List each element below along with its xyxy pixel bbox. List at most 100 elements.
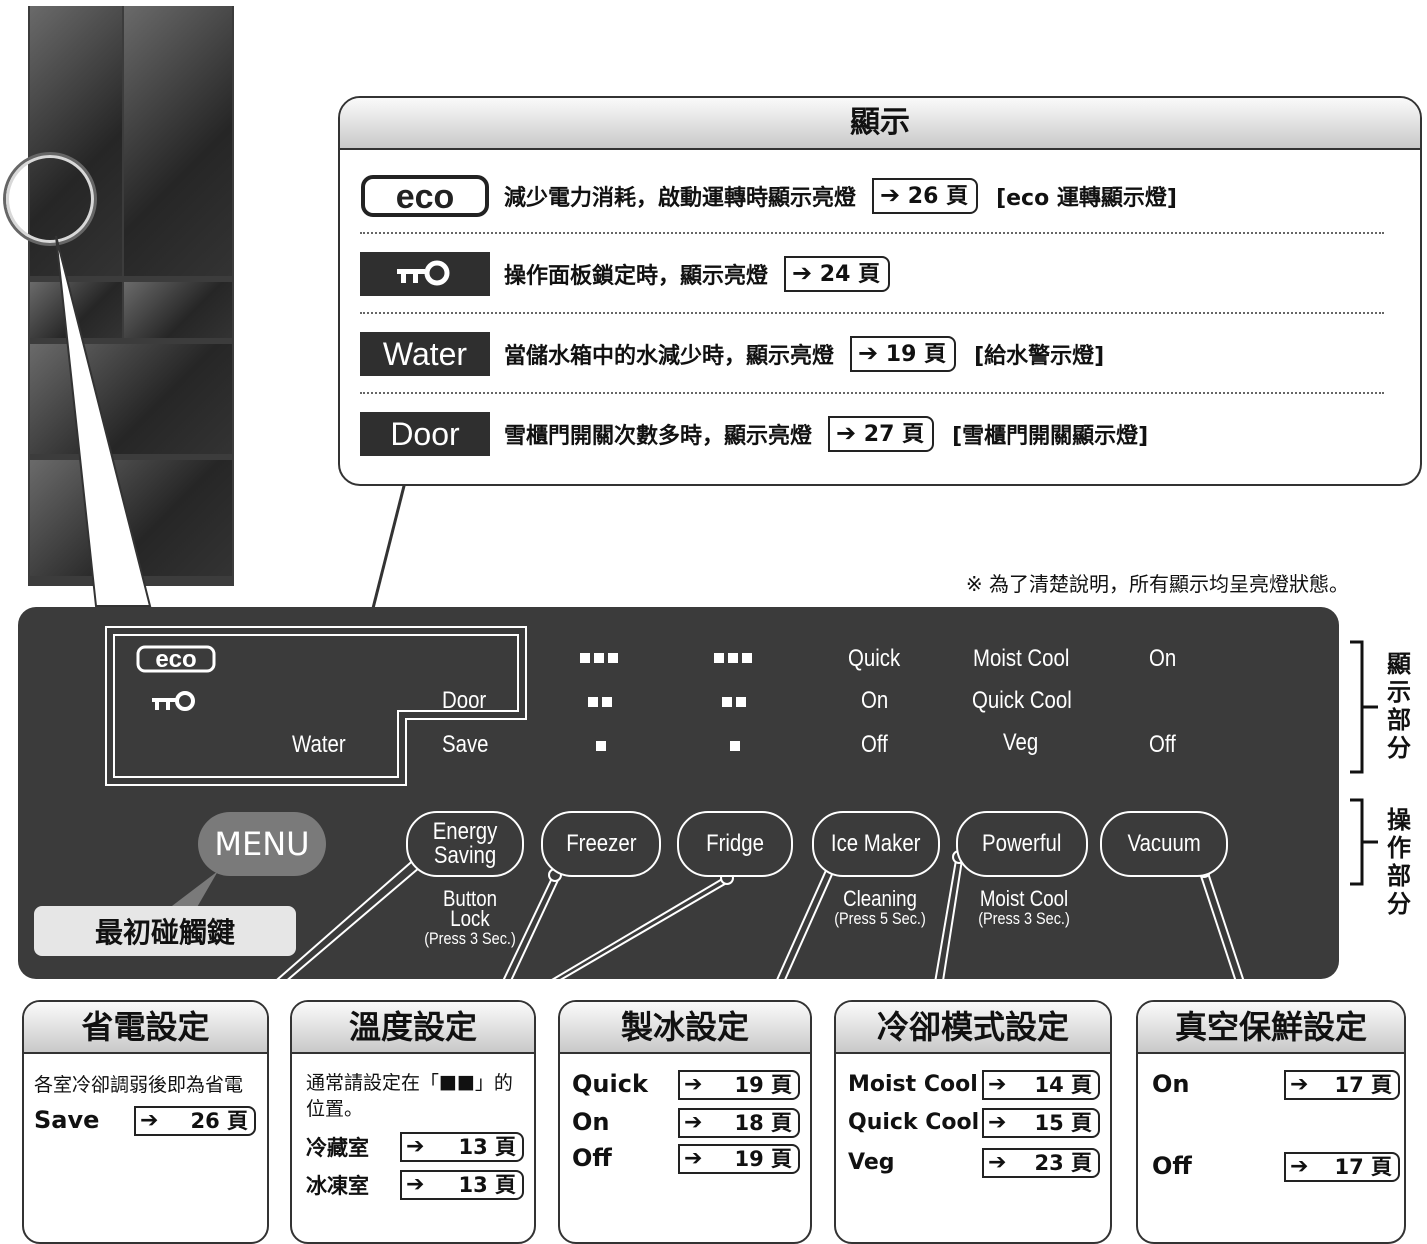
row-label: Off [1152, 1152, 1192, 1180]
arrow-icon: ➔ [792, 259, 813, 287]
page-reference[interactable]: ➔26 頁 [134, 1106, 256, 1136]
freezer-level-1 [596, 741, 606, 751]
row-label: On [572, 1108, 610, 1136]
save-display-label: Save [442, 731, 489, 758]
button-lock-hint: Button Lock (Press 3 Sec.) [424, 886, 516, 949]
page-ref-text: 13 頁 [458, 1135, 516, 1159]
legend-text: 操作面板鎖定時，顯示亮燈 [504, 264, 769, 289]
button-label: Energy [432, 818, 498, 845]
page-reference[interactable]: ➔ 19 頁 [678, 1144, 800, 1174]
freezer-button[interactable]: Freezer [541, 811, 661, 877]
sublabel: Button Lock [442, 886, 498, 931]
fridge-button[interactable]: Fridge [677, 811, 793, 877]
page-ref-text: 17 頁 [1334, 1073, 1392, 1097]
vacuum-off-label: Off [1149, 731, 1176, 758]
fridge-level-3 [728, 653, 738, 663]
row-label: 冰凍室 [306, 1174, 369, 1198]
button-label: Vacuum [1127, 830, 1201, 857]
key-lock-icon [152, 691, 200, 719]
box-title: 冷卻模式設定 [836, 1002, 1110, 1054]
control-panel: eco Door Water Save Quick On Off Moist C… [18, 607, 1339, 979]
label-char: 顯 [1387, 650, 1411, 678]
box-row: Off [572, 1144, 612, 1172]
sublabel-hint: (Press 3 Sec.) [978, 909, 1070, 928]
display-legend-box: 顯示 eco 減少電力消耗，啟動運轉時顯示亮燈 ➔ 26 頁 [eco 運轉顯示… [338, 96, 1422, 486]
label-char: 部 [1387, 862, 1411, 890]
box-row: Save [34, 1106, 99, 1134]
box-row: 冷藏室 [306, 1132, 369, 1162]
sublabel: Cleaning [843, 886, 917, 911]
page-reference[interactable]: ➔19 頁 [678, 1070, 800, 1100]
label-char: 部 [1387, 706, 1411, 734]
page-reference[interactable]: ➔ 26 頁 [872, 178, 979, 214]
box-row: 冰凍室 [306, 1170, 369, 1200]
page-reference[interactable]: ➔13 頁 [400, 1170, 524, 1200]
operation-part-label: 操 作 部 分 [1384, 806, 1414, 918]
illustration-note: ※ 為了清楚說明，所有顯示均呈亮燈狀態。 [965, 572, 1349, 596]
legend-note: [給水警示燈] [974, 344, 1105, 369]
row-label: Veg [848, 1150, 895, 1175]
divider [360, 232, 1384, 234]
page-ref-text: 19 頁 [734, 1073, 792, 1097]
water-display-label: Water [292, 731, 346, 758]
freezer-level-2 [588, 697, 598, 707]
page-reference[interactable]: ➔17 頁 [1284, 1152, 1400, 1182]
divider [360, 392, 1384, 394]
freezer-level-3 [580, 653, 590, 663]
row-label: Moist Cool [848, 1072, 978, 1097]
temperature-setting-box: 溫度設定 通常請設定在「■■」的 位置。 冷藏室 ➔13 頁 冰凍室 ➔13 頁 [290, 1000, 536, 1244]
page-ref-text: 26 頁 [907, 184, 969, 209]
powerful-button[interactable]: Powerful [956, 811, 1088, 877]
page-reference[interactable]: ➔18 頁 [678, 1108, 800, 1138]
row-label: Quick Cool [848, 1110, 980, 1135]
box-desc: 各室冷卻調弱後即為省電 [34, 1074, 244, 1096]
box-row: Quick Cool [848, 1110, 979, 1135]
arrow-icon: ➔ [684, 1146, 703, 1171]
ice-on-label: On [861, 687, 889, 714]
cooling-mode-setting-box: 冷卻模式設定 Moist Cool ➔14 頁 Quick Cool ➔15 頁… [834, 1000, 1112, 1244]
moist-cool-label: Moist Cool [973, 645, 1070, 672]
arrow-icon: ➔ [406, 1172, 425, 1197]
label-char: 分 [1387, 890, 1411, 918]
box-row: On [572, 1108, 610, 1136]
button-label: Powerful [982, 830, 1062, 857]
ice-off-label: Off [861, 731, 888, 758]
box-title: 溫度設定 [292, 1002, 534, 1054]
row-label: Off [572, 1144, 612, 1172]
vacuum-button[interactable]: Vacuum [1100, 811, 1228, 877]
page-ref-text: 19 頁 [734, 1147, 792, 1171]
ice-maker-button[interactable]: Ice Maker [812, 811, 940, 877]
legend-text: 減少電力消耗，啟動運轉時顯示亮燈 [504, 186, 857, 211]
desc-text: 」的 [474, 1072, 513, 1094]
page-reference[interactable]: ➔17 頁 [1284, 1070, 1400, 1100]
vacuum-setting-box: 真空保鮮設定 On ➔17 頁 Off ➔17 頁 [1136, 1000, 1406, 1244]
page-reference[interactable]: ➔ 24 頁 [784, 256, 891, 292]
first-touch-key-label: 最初碰觸鍵 [34, 906, 296, 956]
fridge-level-2 [736, 697, 746, 707]
svg-text:eco: eco [155, 646, 196, 673]
box-desc: 位置。 [306, 1098, 364, 1120]
sublabel-hint: (Press 3 Sec.) [424, 929, 516, 948]
box-row: Veg [848, 1150, 895, 1175]
page-reference[interactable]: ➔13 頁 [400, 1132, 524, 1162]
legend-note: [eco 運轉顯示燈] [996, 186, 1177, 211]
menu-button[interactable]: MENU [198, 812, 326, 876]
page-reference[interactable]: ➔15 頁 [982, 1108, 1100, 1138]
button-label: Saving [433, 842, 497, 869]
fridge-level-2 [722, 697, 732, 707]
arrow-icon: ➔ [988, 1110, 1007, 1135]
legend-row-eco: eco 減少電力消耗，啟動運轉時顯示亮燈 ➔ 26 頁 [eco 運轉顯示燈] [360, 174, 1384, 218]
legend-row-door: Door 雪櫃門開關次數多時，顯示亮燈 ➔ 27 頁 [雪櫃門開關顯示燈] [360, 412, 1384, 456]
row-label: 冷藏室 [306, 1136, 369, 1160]
box-title: 省電設定 [24, 1002, 267, 1054]
box-row: Moist Cool [848, 1072, 978, 1097]
box-row: Quick [572, 1070, 648, 1098]
label-char: 分 [1387, 734, 1411, 762]
page-reference[interactable]: ➔ 27 頁 [828, 416, 935, 452]
fridge-level-3 [714, 653, 724, 663]
page-reference[interactable]: ➔14 頁 [982, 1070, 1100, 1100]
page-reference[interactable]: ➔ 19 頁 [850, 336, 957, 372]
right-door [124, 6, 232, 276]
page-reference[interactable]: ➔23 頁 [982, 1148, 1100, 1178]
